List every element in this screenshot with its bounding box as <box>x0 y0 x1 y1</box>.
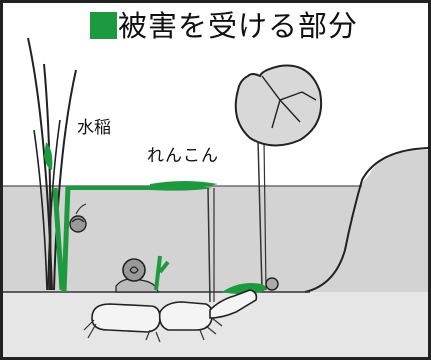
lotus-sprout-damage <box>154 255 170 291</box>
label-lotus: れんこん <box>147 146 219 166</box>
rice-damage-mark <box>44 142 53 170</box>
rice-leaf <box>47 119 61 291</box>
rhizome <box>209 289 258 319</box>
snail-small <box>265 277 279 291</box>
rhizome-roots <box>83 317 223 343</box>
rice-damage-mark <box>52 187 65 291</box>
lotus-stem <box>61 185 71 293</box>
lotus-stem <box>263 139 267 291</box>
embankment <box>304 147 429 293</box>
rhizome <box>91 303 161 333</box>
rhizome <box>158 301 214 331</box>
paddy-water <box>3 150 428 292</box>
lotus-stem <box>207 187 211 303</box>
legend-swatch <box>90 12 117 39</box>
rice-leaf <box>53 69 77 291</box>
lotus-stem <box>257 139 263 291</box>
snail-shell-spiral <box>129 266 139 274</box>
label-rice: 水稲 <box>77 118 111 138</box>
legend-title: 被害を受ける部分 <box>118 9 359 43</box>
snail-small-shell <box>71 218 85 223</box>
snail-shell <box>122 258 146 282</box>
lotus-floating-leaf <box>150 181 218 190</box>
rice-leaf <box>33 129 48 291</box>
snail-antenna <box>75 203 87 215</box>
lotus-leaf-vein <box>261 75 317 129</box>
rhizome-damage-mark <box>222 283 266 294</box>
rice-leaf <box>27 37 53 291</box>
